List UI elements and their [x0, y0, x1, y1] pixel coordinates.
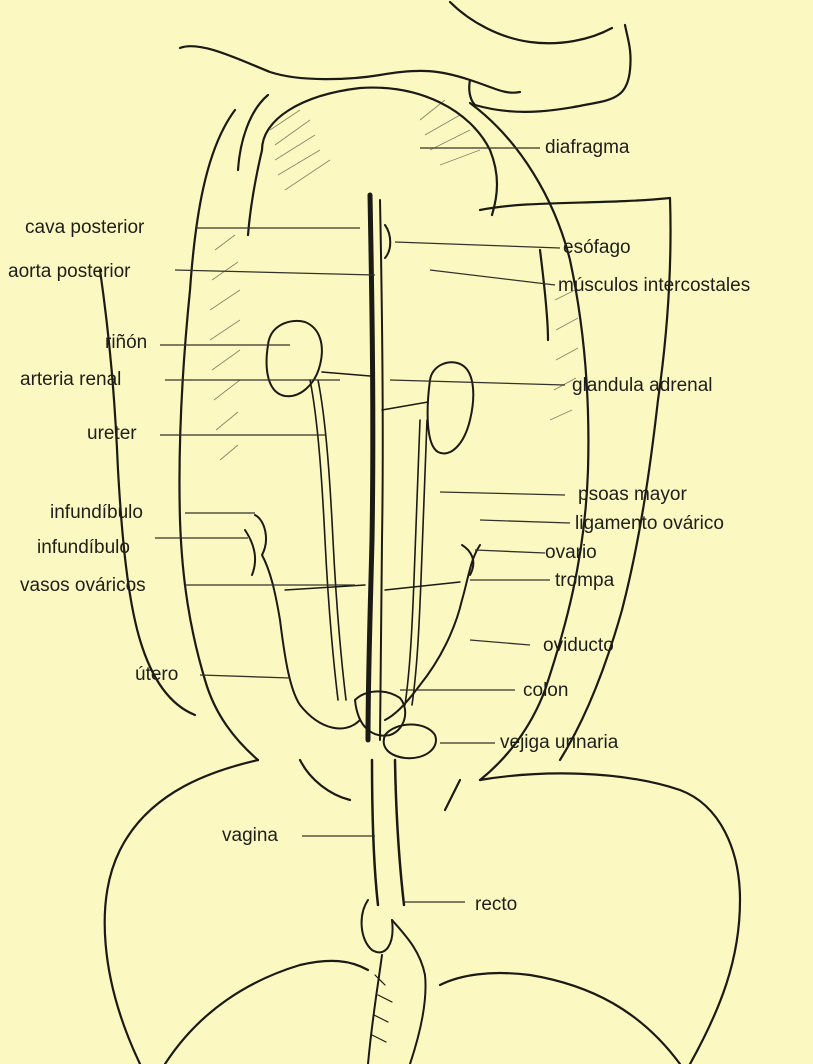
left-infundibulum	[245, 530, 255, 575]
left-wall-inner-top	[238, 95, 268, 170]
leader-oviducto	[470, 640, 530, 645]
leader-utero	[200, 675, 290, 678]
right-thigh-inner	[440, 973, 680, 1064]
label-recto: recto	[475, 895, 517, 915]
label-utero: útero	[135, 665, 178, 685]
vulva	[362, 900, 393, 952]
aorta	[380, 200, 383, 740]
reproductive-tract	[245, 515, 480, 736]
tail-left	[368, 955, 382, 1064]
vena-cava	[368, 195, 373, 740]
label-rinon: riñón	[105, 333, 147, 353]
leader-aorta-posterior	[175, 270, 375, 275]
label-vasos-ovaricos: vasos ováricos	[20, 576, 146, 596]
muscle-shading	[210, 100, 578, 460]
left-leg-outline	[105, 760, 258, 1064]
label-trompa: trompa	[555, 571, 614, 591]
leader-ovario	[475, 550, 545, 553]
left-ureter-b	[318, 380, 346, 700]
left-uterine-horn	[255, 515, 360, 728]
left-thigh-inner	[165, 961, 368, 1064]
leader-musculos-intercostales	[430, 270, 555, 285]
leader-ligamento-ovarico	[480, 520, 570, 523]
label-musculos-intercostales: músculos intercostales	[558, 276, 750, 296]
label-esofago: esófago	[563, 238, 631, 258]
diaphragm-hatch	[270, 100, 480, 190]
label-vejiga-urinaria: vejiga urinaria	[500, 733, 618, 753]
left-wall-hatch	[210, 235, 240, 460]
right-ureter	[405, 420, 420, 705]
left-ovarian-vessels	[285, 585, 365, 590]
leader-psoas-mayor	[440, 492, 565, 495]
right-ovarian-vessels	[385, 582, 460, 590]
esophagus	[385, 225, 390, 258]
right-flap-crease	[540, 250, 548, 340]
diaphragm-left	[248, 150, 262, 235]
tail-right	[392, 920, 426, 1064]
pelvis-right	[445, 780, 460, 810]
diaphragm-dome	[262, 88, 497, 215]
right-uterine-horn	[385, 545, 480, 720]
label-ovario: ovario	[545, 543, 597, 563]
leader-lines	[155, 148, 570, 902]
pelvis-left	[300, 760, 350, 800]
neck-outline	[450, 2, 612, 43]
right-renal-artery	[382, 402, 428, 410]
label-cava-posterior: cava posterior	[25, 218, 144, 238]
label-infundibulo-2: infundíbulo	[37, 538, 130, 558]
label-infundibulo-1: infundíbulo	[50, 503, 143, 523]
label-oviducto: oviducto	[543, 636, 614, 656]
left-renal-artery	[322, 372, 370, 376]
label-ureter: ureter	[87, 424, 137, 444]
left-kidney	[267, 321, 322, 396]
central-vessels	[368, 195, 390, 740]
urinary-bladder	[384, 724, 436, 758]
label-glandula-adrenal: glandula adrenal	[572, 376, 713, 396]
label-ligamento-ovarico: ligamento ovárico	[575, 514, 724, 534]
right-ovary	[462, 545, 473, 575]
rectum	[395, 760, 404, 905]
vagina	[372, 760, 378, 905]
label-colon: colon	[523, 681, 568, 701]
label-diafragma: diafragma	[545, 138, 630, 158]
right-kidney	[428, 362, 474, 453]
pelvic-organs	[362, 724, 436, 1064]
leader-esofago	[395, 242, 560, 248]
right-wall-hatch	[550, 290, 578, 420]
upper-right-flap-outline	[469, 25, 630, 112]
label-aorta-posterior: aorta posterior	[8, 262, 131, 282]
label-psoas-mayor: psoas mayor	[578, 485, 687, 505]
right-leg-outline	[480, 773, 740, 1064]
label-arteria-renal: arteria renal	[20, 370, 121, 390]
label-vagina: vagina	[222, 826, 278, 846]
leader-glandula-adrenal	[390, 380, 565, 385]
